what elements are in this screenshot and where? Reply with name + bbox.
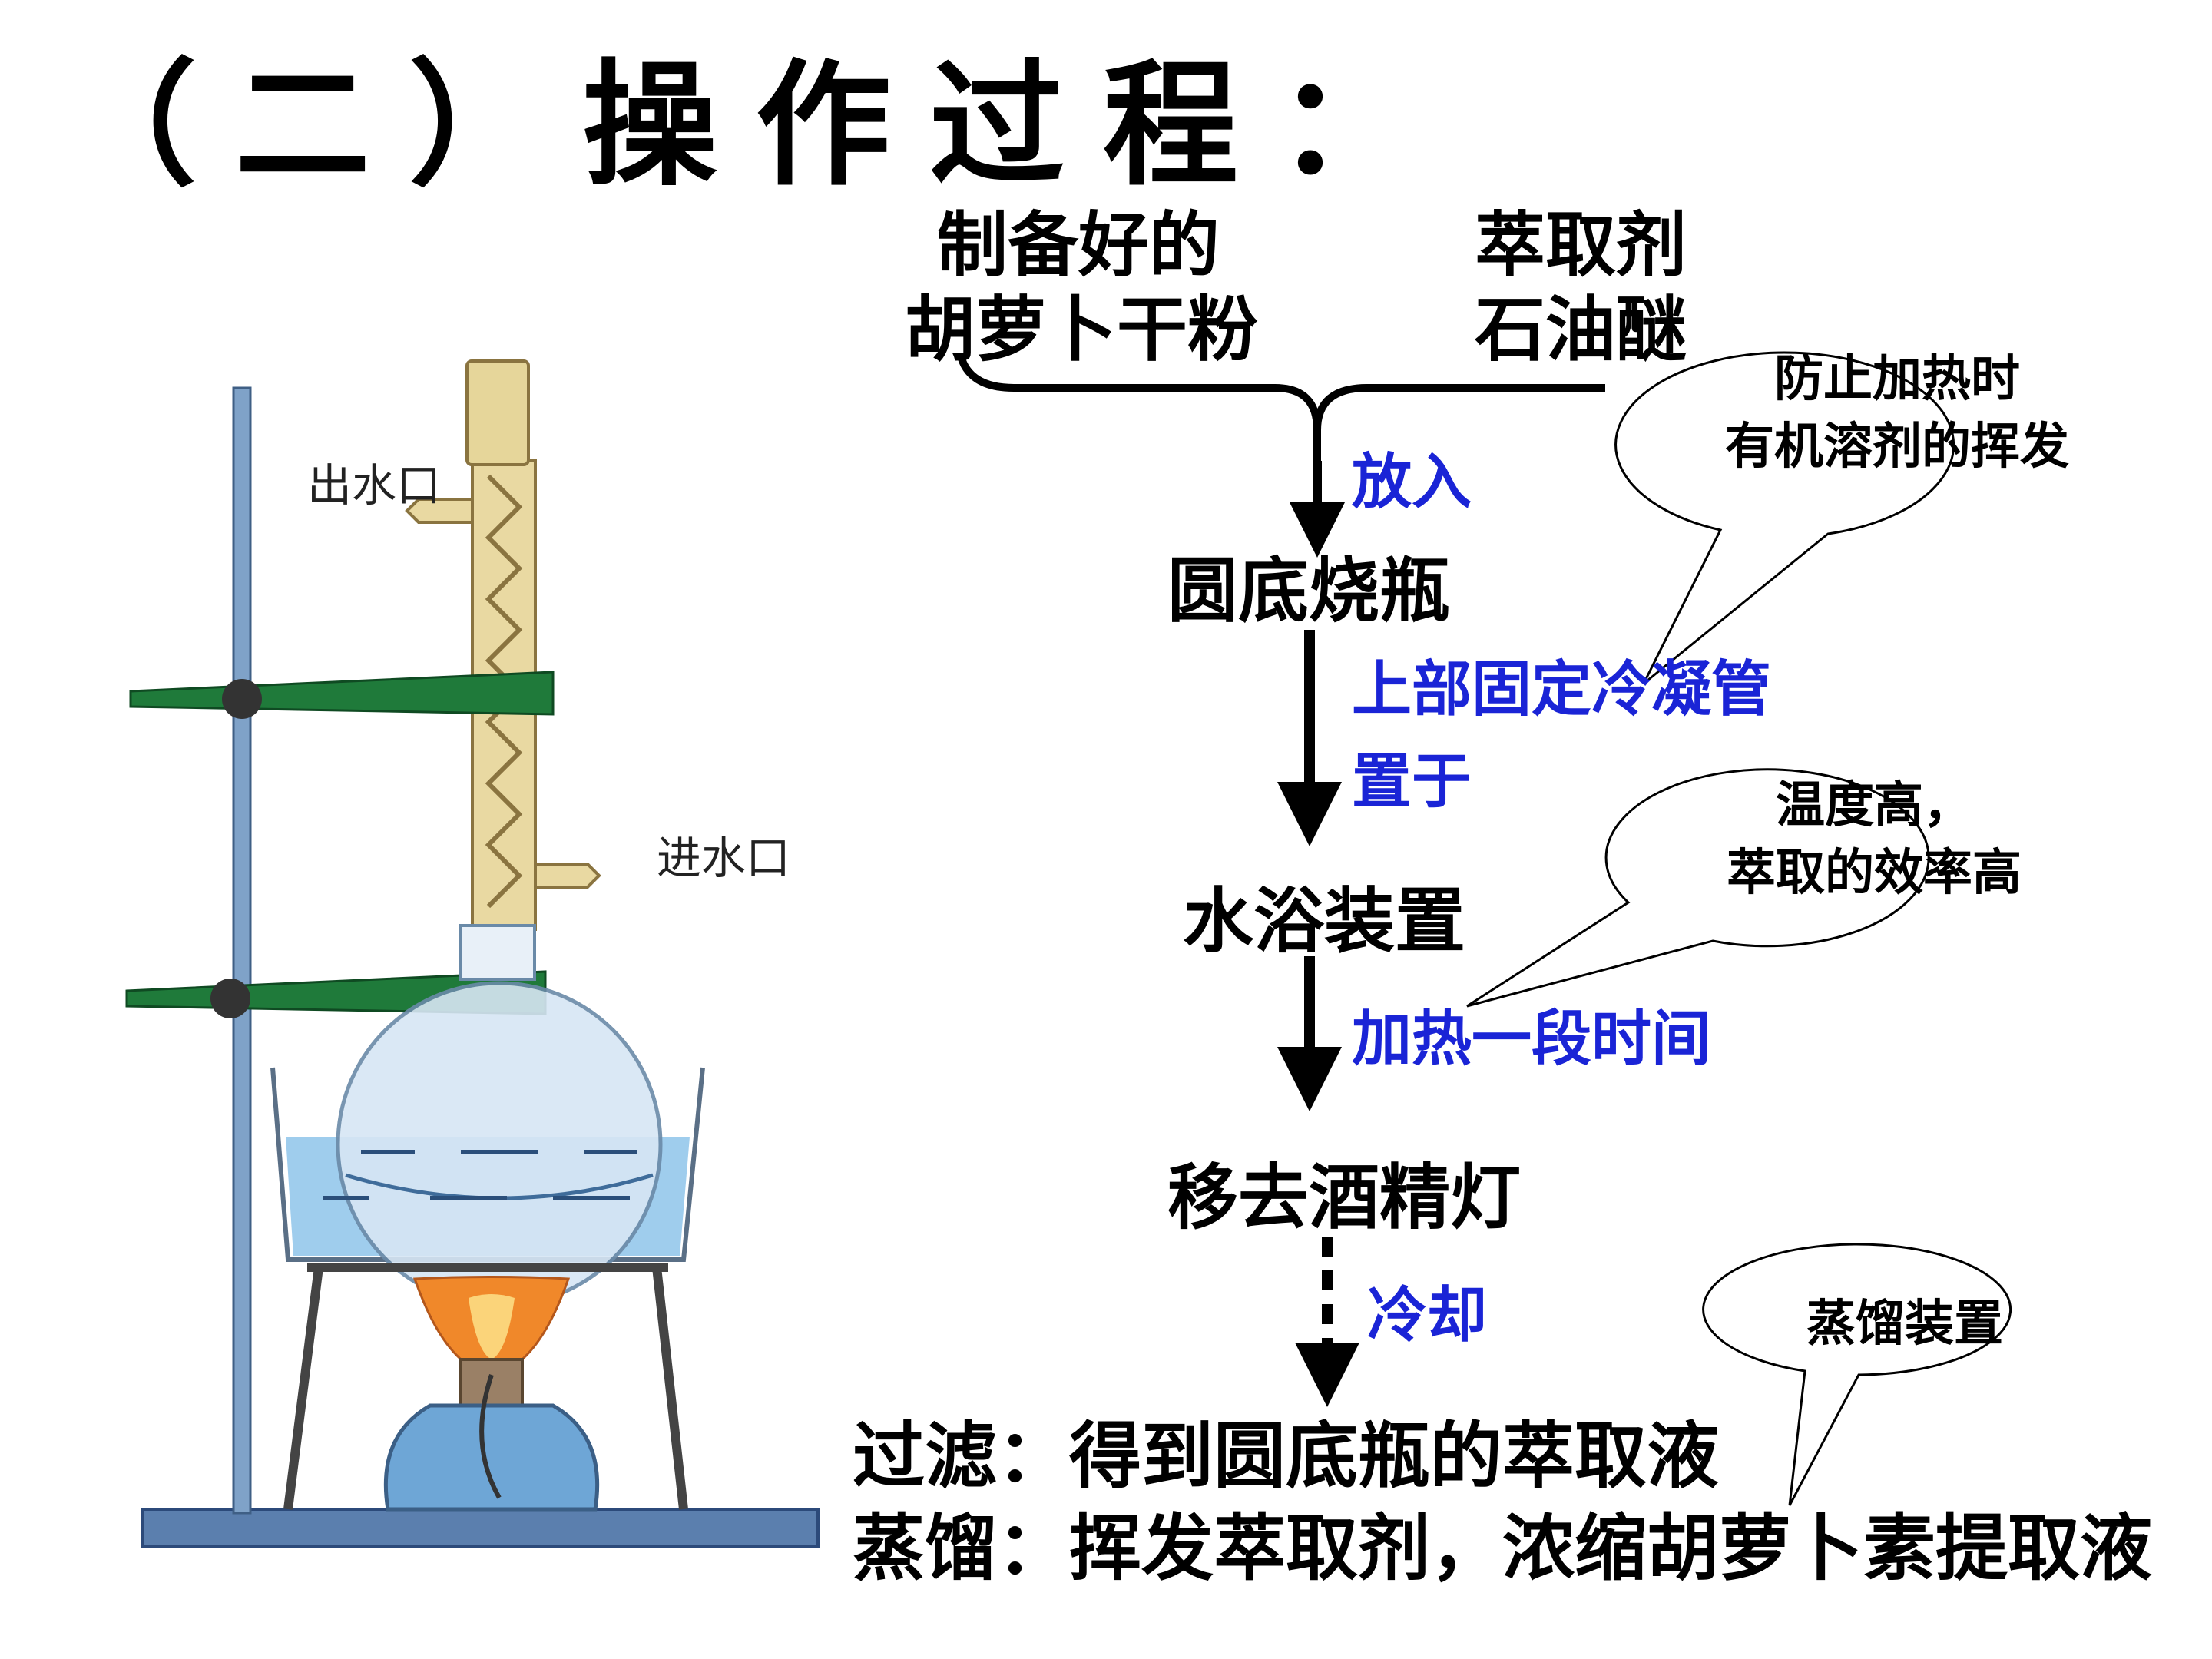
input-left-line1: 制备好的 [937, 204, 1220, 286]
step-water-bath: 水浴装置 [1183, 880, 1466, 962]
callout-2-line1: 温度高， [1776, 777, 1972, 834]
action-place-in: 置于 [1352, 747, 1472, 816]
step-flask: 圆底烧瓶 [1167, 550, 1451, 632]
page-title: （二）操作过程： [61, 47, 1451, 204]
callout-bubble-1 [1614, 351, 1955, 685]
input-right-line1: 萃取剂 [1475, 204, 1687, 286]
callout-2-text: 温度高， 萃取的效率高 [1674, 772, 2074, 907]
callout-1-text: 防止加热时 有机溶剂的挥发 [1690, 346, 2104, 481]
step-distill: 蒸馏：挥发萃取剂，浓缩胡萝卜素提取液 [853, 1507, 2153, 1591]
callout-3-text: 蒸馏装置 [1806, 1296, 2003, 1353]
callout-1-line1: 防止加热时 [1774, 351, 2020, 408]
callout-1-line2: 有机溶剂的挥发 [1725, 419, 2069, 475]
step-filter: 过滤：得到圆底瓶的萃取液 [853, 1415, 1720, 1498]
callout-2-line2: 萃取的效率高 [1727, 845, 2022, 902]
action-fix-condenser: 上部固定冷凝管 [1352, 655, 1772, 724]
input-right-line2: 石油醚 [1475, 289, 1687, 371]
callout-bubble-3 [1702, 1243, 2012, 1506]
action-heat: 加热一段时间 [1352, 1005, 1712, 1074]
action-put-in: 放入 [1352, 448, 1472, 517]
callout-bubble-2 [1466, 768, 1930, 1008]
action-cool: 冷却 [1367, 1281, 1488, 1350]
step-remove-lamp: 移去酒精灯 [1167, 1157, 1522, 1239]
input-left-line2: 胡萝卜干粉 [905, 289, 1259, 371]
